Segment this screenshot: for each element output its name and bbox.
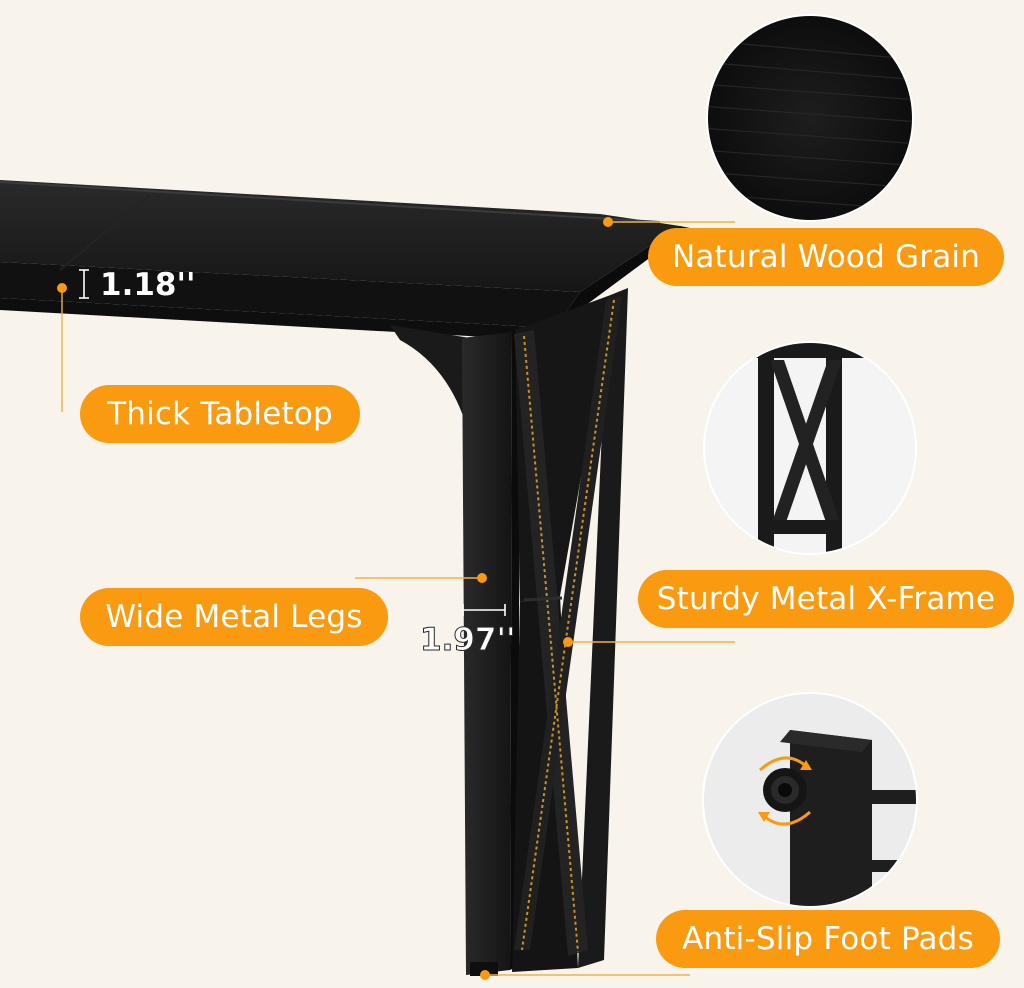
thick-tabletop-label: Thick Tabletop [80, 385, 360, 443]
x-frame-detail [703, 341, 917, 555]
wide-metal-legs-label: Wide Metal Legs [80, 588, 388, 646]
x-frame [512, 288, 628, 972]
metal-leg [462, 328, 520, 976]
leg-width-marker [462, 604, 506, 616]
callout-lines [61, 221, 735, 976]
thickness-dimension: 1.18'' [100, 267, 196, 303]
natural-wood-grain-label: Natural Wood Grain [648, 228, 1004, 286]
wood-grain-detail [706, 14, 914, 222]
anti-slip-foot-pads-label: Anti-Slip Foot Pads [656, 910, 1000, 968]
thickness-marker [79, 269, 89, 299]
foot-pad-detail [702, 692, 918, 908]
leg-width-dimension: 1.97'' [419, 622, 516, 659]
callout-dots [57, 217, 613, 980]
sturdy-metal-x-frame-label: Sturdy Metal X-Frame [638, 570, 1014, 628]
tabletop [0, 180, 690, 328]
leg-bracket [390, 325, 470, 438]
